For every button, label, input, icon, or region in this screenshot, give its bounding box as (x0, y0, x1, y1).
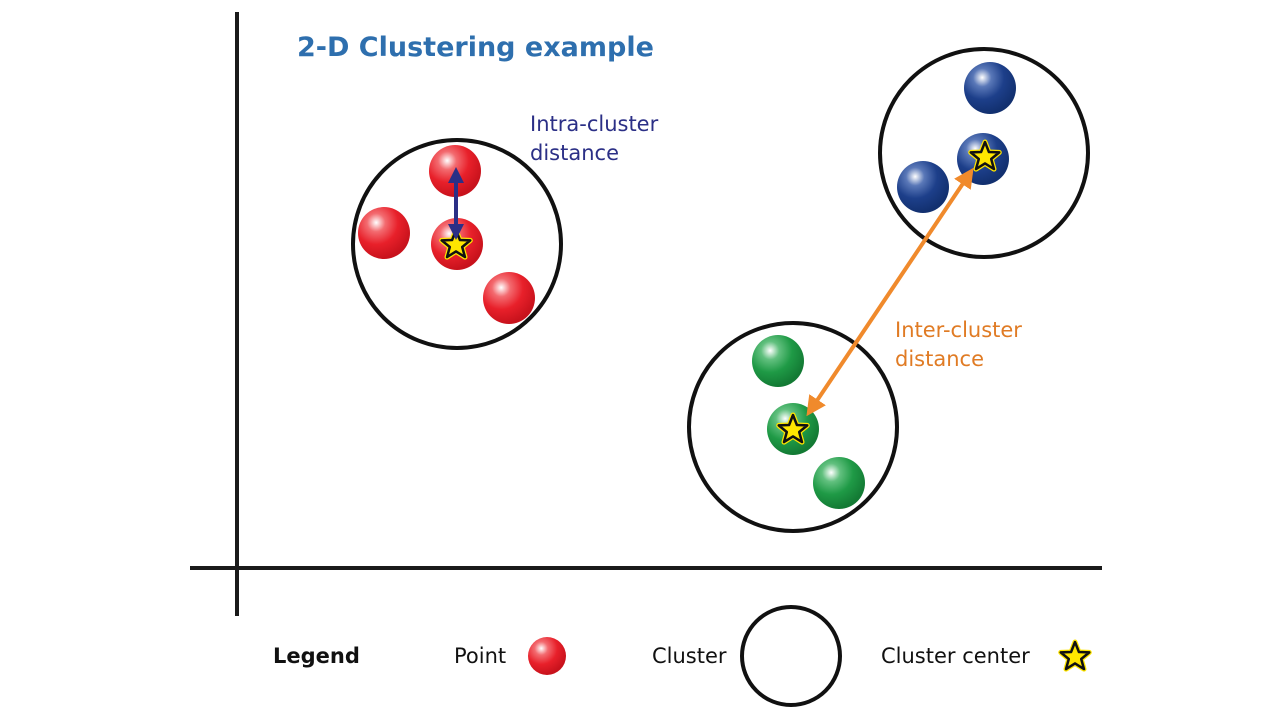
legend-star-icon (1061, 642, 1090, 669)
legend-cluster-label: Cluster (652, 644, 727, 668)
point (483, 272, 535, 324)
point (897, 161, 949, 213)
point (813, 457, 865, 509)
intra-cluster-label-line2: distance (530, 141, 619, 165)
legend-title: Legend (273, 644, 360, 668)
cluster-boundary (687, 321, 899, 533)
cluster-boundary (351, 138, 563, 350)
point (752, 335, 804, 387)
inter-cluster-arrow (806, 167, 974, 417)
cluster-green (687, 321, 899, 533)
point (964, 62, 1016, 114)
point (358, 207, 410, 259)
legend-point-icon (528, 637, 566, 675)
cluster-red (351, 138, 563, 350)
legend-point-label: Point (454, 644, 506, 668)
cluster-blue (878, 47, 1090, 259)
cluster-boundary (878, 47, 1090, 259)
intra-cluster-label-line1: Intra-cluster (530, 112, 659, 136)
legend-cluster-center-label: Cluster center (881, 644, 1030, 668)
inter-cluster-label-line1: Inter-cluster (895, 318, 1022, 342)
legend-cluster-icon (740, 605, 842, 707)
legend: Legend Point Cluster Cluster center (273, 605, 1090, 707)
inter-cluster-label-line2: distance (895, 347, 984, 371)
diagram-title: 2-D Clustering example (297, 32, 654, 63)
